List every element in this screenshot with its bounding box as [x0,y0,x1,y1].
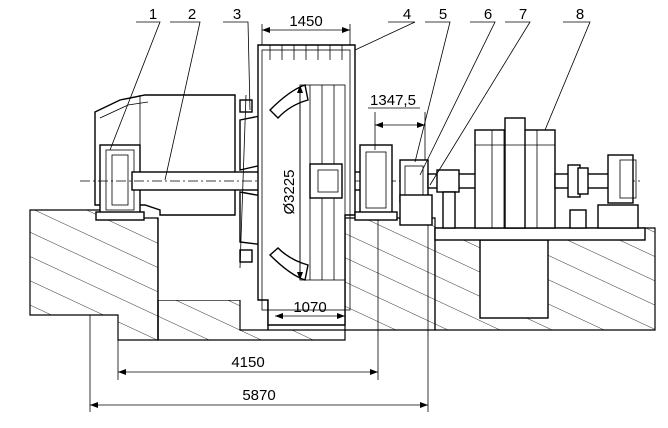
dim-5870: 5870 [242,387,275,404]
callout-8: 8 [576,6,584,23]
dim-1450: 1450 [289,13,322,30]
dim-diameter: Ø3225 [281,169,298,214]
callout-2: 2 [188,6,196,23]
fan-casing [257,44,356,326]
dim-1347-5: 1347,5 [370,92,416,109]
foundation-hatching [29,209,656,341]
dim-1070: 1070 [293,299,326,316]
callout-7: 7 [519,6,527,23]
callout-5: 5 [439,6,447,23]
auxiliary-drive [554,154,639,229]
callout-numbers: 1 2 3 4 5 6 7 8 [149,6,584,23]
coupling [399,159,433,226]
electric-motor [474,117,556,229]
callout-4: 4 [403,6,411,23]
dimension-values: 1450 1347,5 1070 4150 5870 Ø3225 [231,13,416,404]
dim-4150: 4150 [231,354,264,371]
callout-1: 1 [149,6,157,23]
callout-3: 3 [233,6,241,23]
callout-6: 6 [484,6,492,23]
callout-leaders [109,21,591,186]
right-bearing [354,144,398,221]
dimension-lines [89,24,429,412]
intermediate-shaft [427,169,489,229]
